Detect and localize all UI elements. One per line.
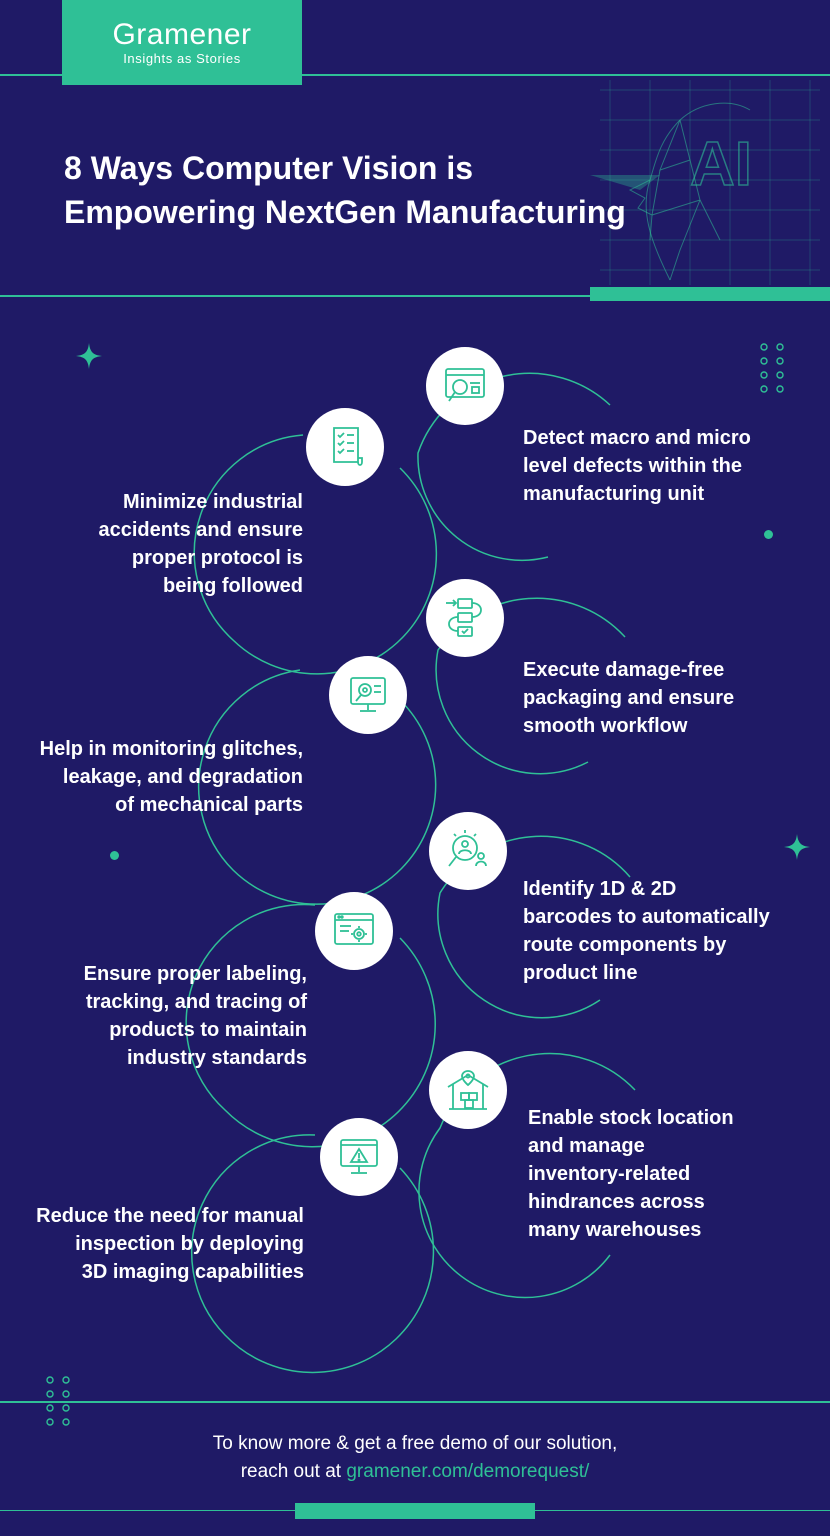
header-divider-bottom [0,295,830,297]
feature-icon-circle [320,1118,398,1196]
web-settings-icon [334,913,374,945]
page-title-line2: Empowering NextGen Manufacturing [64,194,626,230]
footer-divider [0,1401,830,1403]
feature-icon-circle [329,656,407,734]
checklist-icon [333,427,363,466]
feature-icon-circle [315,892,393,970]
footer-accent-bar [295,1503,535,1519]
feature-icon-circle [429,1051,507,1129]
feature-text-6: Ensure proper labeling, tracking, and tr… [83,963,307,1069]
sparkle-decoration [784,834,810,860]
feature-text-5: Identify 1D & 2D barcodes to automatical… [523,878,770,984]
dot-decoration [764,530,773,539]
feature-icon-circle [426,579,504,657]
ai-art-text: AI [690,130,752,199]
brand-name: Gramener [112,17,252,51]
ai-face-illustration: AI [590,80,820,285]
feature-text-8: Reduce the need for manual inspection by… [36,1205,304,1283]
magnifier-people-icon [448,830,487,867]
footer-cta: To know more & get a free demo of our so… [0,1430,830,1486]
dot-decoration [110,851,119,860]
warehouse-location-icon [447,1070,489,1110]
footer-line2: reach out at gramener.com/demorequest/ [240,1461,590,1482]
demo-request-link[interactable]: gramener.com/demorequest/ [346,1461,590,1482]
brand-logo: Gramener Insights as Stories [62,0,302,85]
feature-icon-circle [426,347,504,425]
feature-text-3: Execute damage-free packaging and ensure… [523,659,735,737]
workflow-icon [446,598,482,637]
feature-text-4: Help in monitoring glitches, leakage, an… [39,738,303,816]
feature-text-1: Detect macro and micro level defects wit… [523,427,751,505]
feature-text-7: Enable stock location and manage invento… [528,1107,734,1241]
sparkle-decoration [76,343,102,369]
dot-grid-decoration [46,1376,70,1426]
feature-text-2: Minimize industrial accidents and ensure… [98,491,303,597]
footer-line1: To know more & get a free demo of our so… [212,1433,618,1454]
monitor-inspection-icon [350,677,386,712]
web-search-icon [445,368,485,402]
monitor-alert-icon [340,1139,378,1174]
header-divider-top [0,74,830,76]
page-title-line1: 8 Ways Computer Vision is [64,150,473,186]
feature-icon-circle [306,408,384,486]
footer-bottom-line [0,1510,830,1511]
brand-tagline: Insights as Stories [123,50,241,66]
feature-icon-circle [429,812,507,890]
header-accent-bar [590,287,830,301]
dot-grid-decoration [760,343,784,393]
page-title: 8 Ways Computer Vision is Empowering Nex… [64,146,764,234]
